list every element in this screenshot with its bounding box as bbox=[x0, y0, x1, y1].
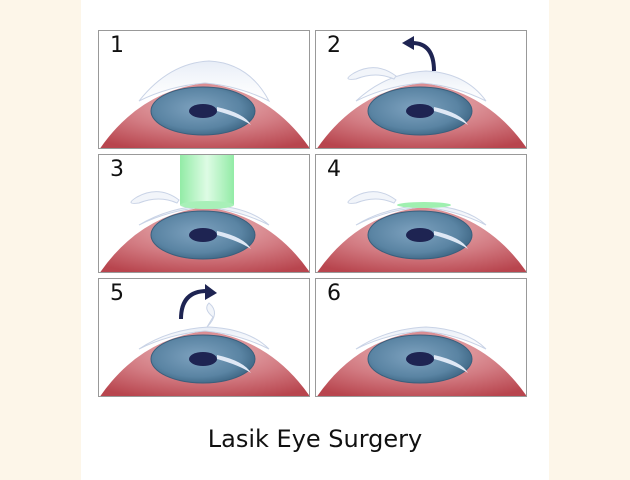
step-number: 4 bbox=[327, 157, 341, 182]
step-number: 6 bbox=[327, 281, 341, 306]
arrow-icon bbox=[411, 41, 436, 72]
step-panel-2: 2 bbox=[315, 30, 527, 149]
eye-illustration bbox=[100, 60, 309, 148]
eye-illustration bbox=[100, 284, 309, 396]
eye-illustration bbox=[317, 326, 526, 396]
step-number: 2 bbox=[327, 33, 341, 58]
step-number: 5 bbox=[110, 281, 124, 306]
eye-illustration bbox=[100, 155, 309, 272]
diagram-canvas: 1 2 3 bbox=[81, 0, 549, 480]
eye-illustration bbox=[317, 191, 526, 272]
treated-zone bbox=[397, 202, 451, 208]
step-panel-4: 4 bbox=[315, 154, 527, 273]
diagram-title: Lasik Eye Surgery bbox=[207, 425, 423, 453]
step-panel-1: 1 bbox=[98, 30, 310, 149]
corneal-flap bbox=[347, 67, 397, 80]
step-number: 3 bbox=[110, 157, 124, 182]
arrow-icon bbox=[179, 289, 208, 320]
step-number: 1 bbox=[110, 33, 124, 58]
eye-illustration bbox=[317, 36, 526, 148]
step-panel-5: 5 bbox=[98, 278, 310, 397]
laser-beam bbox=[180, 155, 234, 205]
step-panel-3: 3 bbox=[98, 154, 310, 273]
step-panel-6: 6 bbox=[315, 278, 527, 397]
